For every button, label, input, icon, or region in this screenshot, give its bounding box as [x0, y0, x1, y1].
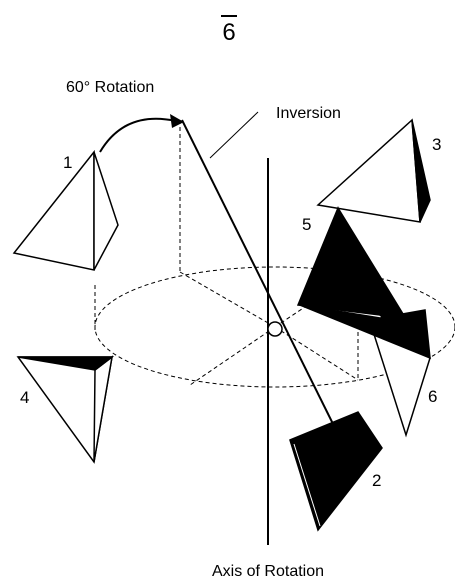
- title-symbol: 6: [222, 19, 235, 46]
- rotation-arrow: [99, 117, 177, 153]
- inversion-label: Inversion: [276, 105, 341, 122]
- tetrahedron-5: [296, 205, 431, 360]
- tetrahedron-1-number: 1: [63, 153, 72, 172]
- tetrahedron-5-number: 5: [302, 215, 311, 234]
- inversion-leader: [209, 111, 259, 159]
- tetrahedron-4-number: 4: [20, 388, 29, 407]
- tetrahedron-2: [289, 411, 383, 532]
- tetrahedron-4: [16, 355, 115, 464]
- axis-label: Axis of Rotation: [212, 563, 324, 580]
- tetrahedron-2-number: 2: [372, 471, 381, 490]
- tetrahedron-6-number: 6: [428, 387, 437, 406]
- tetrahedron-3: [316, 118, 431, 223]
- rotation-arrowhead: [170, 114, 184, 128]
- tetrahedron-3-number: 3: [432, 135, 441, 154]
- radius-line-6: [274, 326, 359, 381]
- tetrahedron-1: [12, 149, 119, 271]
- radius-line-1: [179, 271, 276, 328]
- inversion-center: [267, 321, 283, 337]
- inversion-line: [181, 119, 341, 439]
- radius-line-4: [189, 326, 276, 386]
- rotation-label: 60° Rotation: [66, 79, 154, 96]
